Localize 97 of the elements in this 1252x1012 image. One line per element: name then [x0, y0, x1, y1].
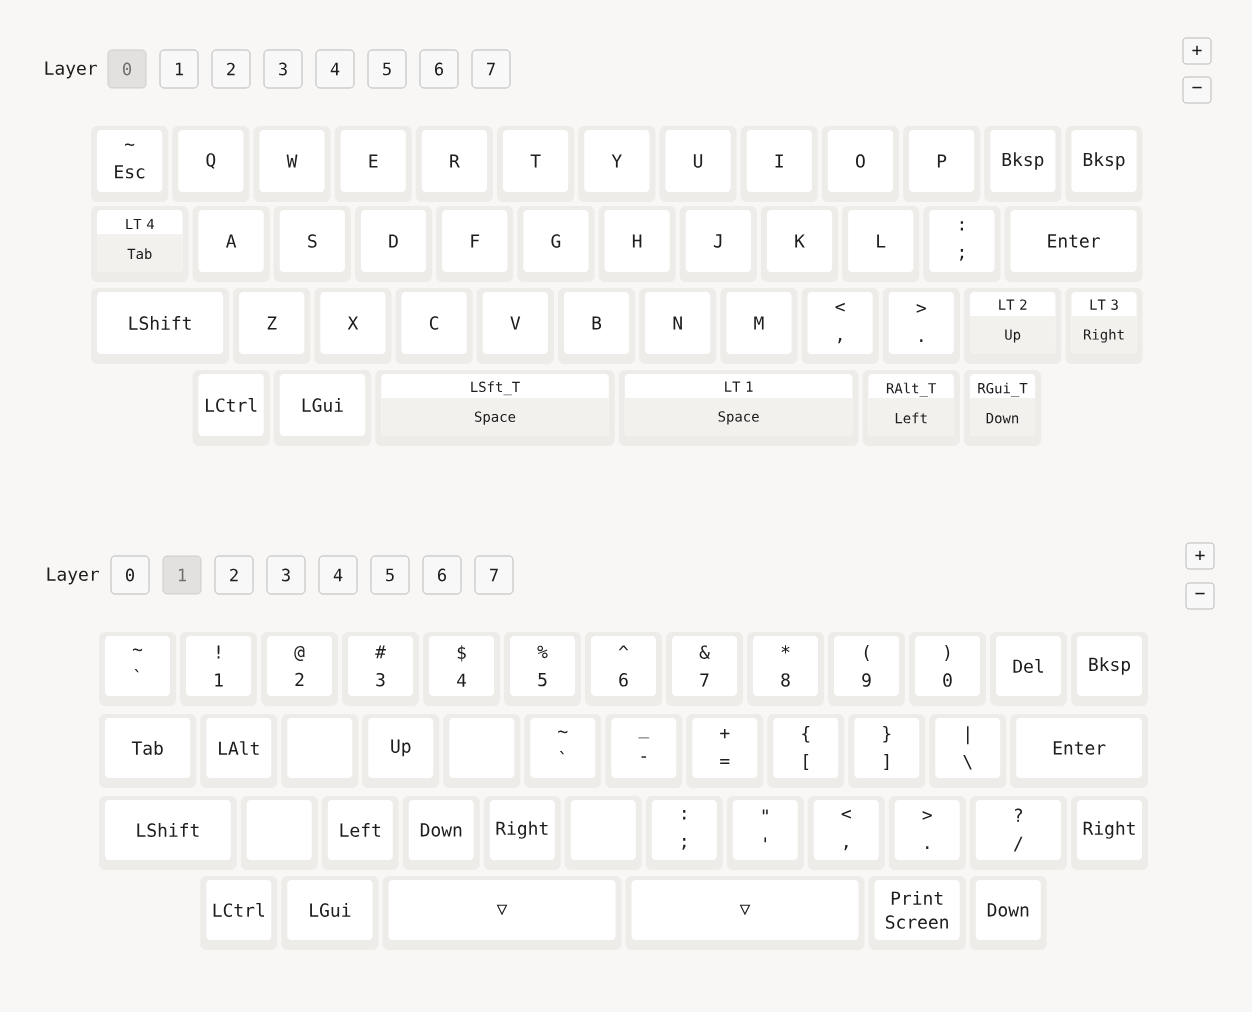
key: A [192, 206, 270, 282]
key: LCtrl [200, 876, 278, 950]
key: Q [172, 126, 250, 202]
key: C [395, 288, 473, 364]
key: % 5 [504, 632, 581, 706]
key: LShift [99, 796, 237, 870]
key: J [679, 206, 757, 282]
layer-button: 5 [367, 49, 407, 89]
key: E [334, 126, 412, 202]
key: LShift [91, 288, 230, 364]
layer-button: 2 [211, 49, 251, 89]
key: B [557, 288, 636, 364]
key: V [476, 288, 554, 364]
key: R [415, 126, 493, 202]
key: : ; [645, 796, 723, 870]
key: L [842, 206, 920, 282]
key: LAlt [200, 714, 278, 788]
key: ~ Esc [91, 126, 169, 202]
key: P [903, 126, 981, 202]
layer-button: 6 [419, 49, 459, 89]
key: LGui [273, 370, 372, 446]
key: { [ [767, 714, 845, 788]
layer-button: 0 [110, 555, 150, 595]
key: } ] [848, 714, 926, 788]
key: ▽ [625, 876, 865, 950]
key: ▽ [382, 876, 622, 950]
key: # 3 [342, 632, 419, 706]
key: + = [686, 714, 764, 788]
key: ( 9 [828, 632, 905, 706]
key: ) 0 [909, 632, 986, 706]
key: Y [578, 126, 656, 202]
layer-button: 7 [471, 49, 511, 89]
key: Bksp [984, 126, 1062, 202]
key: H [598, 206, 676, 282]
layer-button: 4 [315, 49, 355, 89]
key: ~ ` [99, 632, 176, 706]
layer-button: 6 [422, 555, 462, 595]
layer-button: 7 [474, 555, 514, 595]
key: @ 2 [261, 632, 338, 706]
layer-button: 4 [318, 555, 358, 595]
key: X [314, 288, 392, 364]
key: | \ [929, 714, 1007, 788]
layer-button: 1 [159, 49, 199, 89]
plus-button: + [1185, 542, 1215, 570]
layer-button: 5 [370, 555, 410, 595]
key: U [659, 126, 737, 202]
key: Down [402, 796, 480, 870]
key: O [821, 126, 899, 202]
layer-label: Layer [45, 61, 97, 79]
key: Right [1071, 796, 1148, 870]
key: Z [233, 288, 311, 364]
key: Up [362, 714, 440, 788]
layer-button: 0 [107, 49, 147, 89]
key: K [760, 206, 839, 282]
key: _ - [605, 714, 683, 788]
key: ! 1 [180, 632, 257, 706]
key: N [639, 288, 717, 364]
layer-button: 2 [214, 555, 254, 595]
key: LGui [281, 876, 379, 950]
layer-label: Layer [47, 567, 99, 585]
key: D [354, 206, 433, 282]
key: Down [969, 876, 1047, 950]
key: ^ 6 [585, 632, 662, 706]
key: < , [801, 288, 879, 364]
layer-button: 3 [266, 555, 306, 595]
key: Enter [1004, 206, 1143, 282]
key: $ 4 [423, 632, 500, 706]
key: T [497, 126, 575, 202]
key: < , [807, 796, 885, 870]
key: ~ ` [524, 714, 602, 788]
layer-button: 1 [162, 555, 202, 595]
key: M [720, 288, 798, 364]
key: Enter [1010, 714, 1148, 788]
key: Left [321, 796, 399, 870]
key: Right [483, 796, 561, 870]
key: : ; [923, 206, 1001, 282]
key: ? / [969, 796, 1067, 870]
key: W [253, 126, 331, 202]
key: > . [888, 796, 966, 870]
key: * 8 [747, 632, 824, 706]
key: Del [990, 632, 1067, 706]
key: Bksp [1065, 126, 1143, 202]
plus-button: + [1182, 37, 1212, 65]
key: Tab [99, 714, 197, 788]
key: LCtrl [192, 370, 270, 446]
minus-button: − [1185, 582, 1215, 610]
key: F [436, 206, 514, 282]
key: " ' [726, 796, 804, 870]
layer-button: 3 [263, 49, 303, 89]
key: Print Screen [868, 876, 966, 950]
key: Bksp [1071, 632, 1148, 706]
key: G [517, 206, 595, 282]
key: I [740, 126, 818, 202]
key: & 7 [666, 632, 743, 706]
minus-button: − [1182, 76, 1212, 104]
key: > . [882, 288, 960, 364]
key: S [273, 206, 351, 282]
